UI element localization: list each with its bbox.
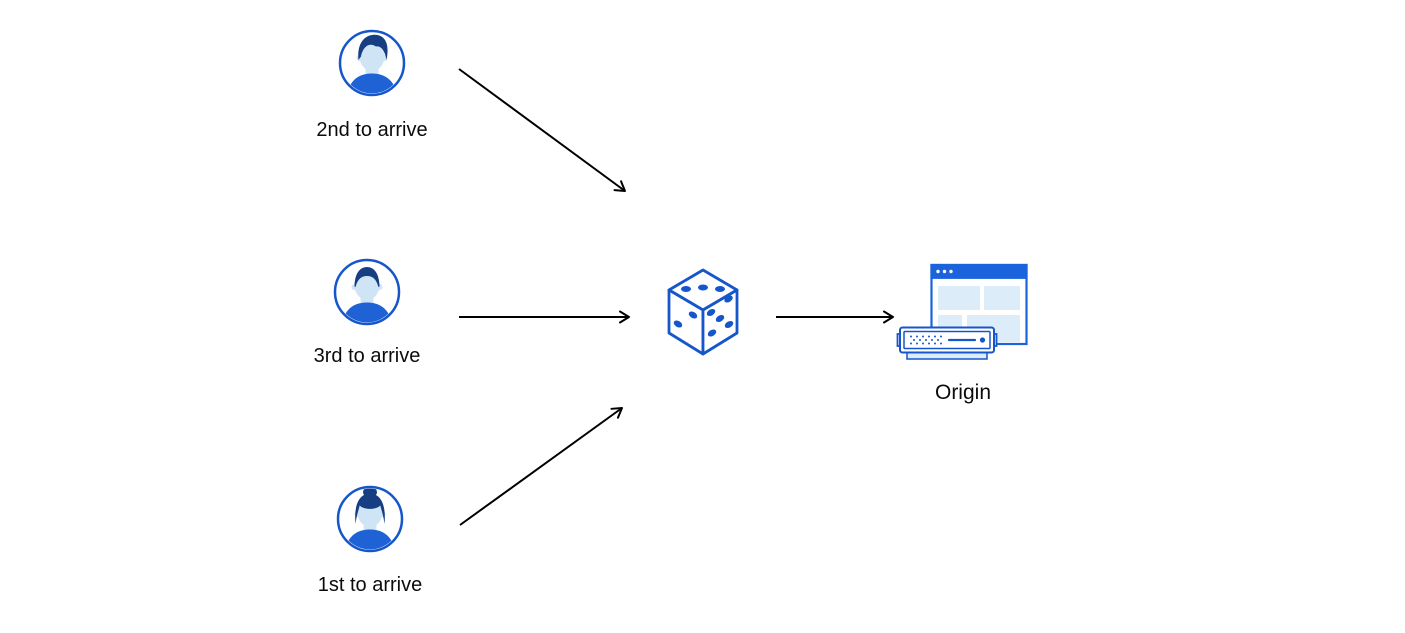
arrow-second-to-dice [458,68,626,192]
node-label-origin: Origin [934,381,992,404]
node-user-third: 3rd to arrive [287,257,447,368]
node-label-user-second: 2nd to arrive [316,119,428,141]
node-user-first: 1st to arrive [290,484,450,597]
arrow-first-to-dice [459,407,623,526]
female-user-avatar-icon [335,484,405,559]
node-user-second: 2nd to arrive [292,28,452,142]
dice-icon [665,267,741,362]
node-origin: Origin [896,262,1030,405]
node-label-user-first: 1st to arrive [317,574,423,596]
male-user-avatar-icon [332,257,402,332]
origin-server-browser-icon [896,262,1030,369]
node-label-user-third: 3rd to arrive [313,345,421,367]
node-randomizer [665,267,741,362]
male-user-avatar-icon [337,28,407,103]
